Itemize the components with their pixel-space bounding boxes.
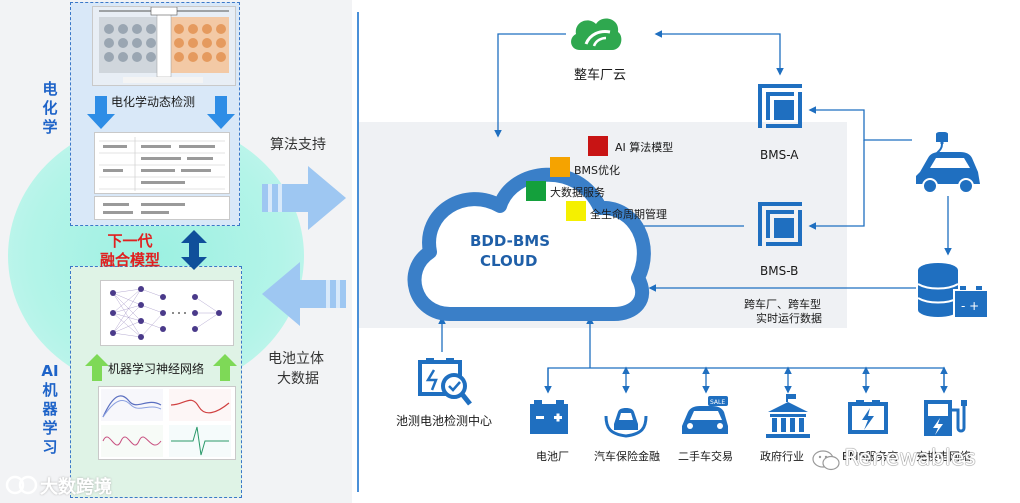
used-car-icon: SALE	[682, 396, 728, 434]
bottom-label-government: 政府行业	[760, 450, 804, 463]
neural-network-image	[100, 280, 234, 346]
battery-data-arrow	[262, 262, 346, 326]
chip-icon	[758, 202, 802, 246]
electrochemical-model-image	[92, 6, 236, 86]
legend-label-lifecycle: 全生命周期管理	[590, 208, 667, 221]
legend-swatch-bigdata	[526, 181, 546, 201]
legend-swatch-bms	[550, 157, 570, 177]
down-arrow-icon	[207, 96, 235, 129]
cloud-title-line2: CLOUD	[480, 252, 538, 270]
up-arrow-icon	[213, 354, 237, 381]
svg-text:- +: - +	[961, 299, 979, 313]
battery-data-label-2: 大数据	[277, 371, 319, 387]
legend-swatch-ai	[588, 136, 608, 156]
battery-data-plots-image	[98, 386, 236, 460]
car-insurance-icon	[604, 408, 648, 438]
battery-icon	[530, 400, 568, 434]
wechat-icon	[812, 450, 840, 471]
bdd-bms-cloud-icon	[407, 167, 651, 321]
vertical-divider	[357, 12, 359, 492]
battery-data-label-1: 电池立体	[268, 351, 324, 367]
data-plots-graphic	[101, 389, 231, 457]
watermark-text-right: Renewables	[844, 446, 976, 471]
bms-a-label: BMS-A	[760, 148, 799, 162]
chip-icon	[758, 84, 802, 128]
watermark-logo-left: 大数跨境	[4, 470, 144, 500]
algorithm-support-arrow	[262, 166, 346, 230]
legend-label-ai: AI 算法模型	[615, 141, 674, 154]
neural-network-graphic	[110, 286, 222, 340]
cross-data-label-1: 跨车厂、跨车型	[744, 298, 821, 311]
equations-image-2	[94, 196, 230, 220]
legend-label-bms: BMS优化	[574, 164, 621, 177]
cross-data-label-2: 实时运行数据	[756, 312, 822, 325]
down-arrow-icon	[87, 96, 115, 129]
bottom-label-battery-factory: 电池厂	[536, 450, 569, 463]
charging-icon	[924, 400, 967, 436]
legend-swatch-lifecycle	[566, 201, 586, 221]
oem-cloud-label: 整车厂云	[574, 68, 627, 83]
electric-car-icon	[916, 132, 980, 194]
equation-table-graphic	[99, 137, 225, 191]
next-gen-label: 下一代	[107, 232, 153, 250]
ems-icon	[848, 400, 888, 434]
watermark-text-left: 大数跨境	[40, 477, 112, 498]
svg-text:SALE: SALE	[710, 399, 725, 406]
bottom-label-charging: 充换电网络	[916, 450, 971, 463]
watermark-logo-right: Renewables	[812, 444, 1002, 478]
ai-ml-vertical-label: AI机器学习	[41, 362, 59, 456]
cloud-title-line1: BDD-BMS	[470, 232, 551, 250]
bms-b-label: BMS-B	[760, 264, 799, 278]
bottom-label-insurance: 汽车保险金融	[594, 450, 660, 463]
fusion-model-label: 融合模型	[99, 251, 160, 269]
electro-caption: 电化学动态检测	[111, 95, 196, 109]
electrochemical-cell-diagram	[99, 6, 229, 83]
leaf-cloud-icon	[571, 18, 622, 50]
equations-image	[94, 132, 230, 194]
database-battery-icon: - +	[917, 263, 989, 319]
algorithm-support-label: 算法支持	[270, 137, 326, 153]
nn-caption: 机器学习神经网络	[108, 362, 205, 376]
government-icon	[766, 394, 810, 438]
double-arrow-icon	[181, 230, 207, 270]
watermark-icon	[5, 475, 38, 495]
electrochemistry-vertical-label: 电化学	[42, 80, 58, 136]
bottom-label-used-car: 二手车交易	[678, 450, 733, 463]
test-center-label: 池测电池检测中心	[396, 414, 493, 428]
up-arrow-icon	[85, 354, 109, 381]
equation-rows-graphic	[103, 203, 185, 214]
bottom-label-ems: EMS服务商	[842, 450, 899, 463]
battery-test-icon	[418, 358, 472, 406]
legend-label-bigdata: 大数据服务	[550, 186, 605, 199]
